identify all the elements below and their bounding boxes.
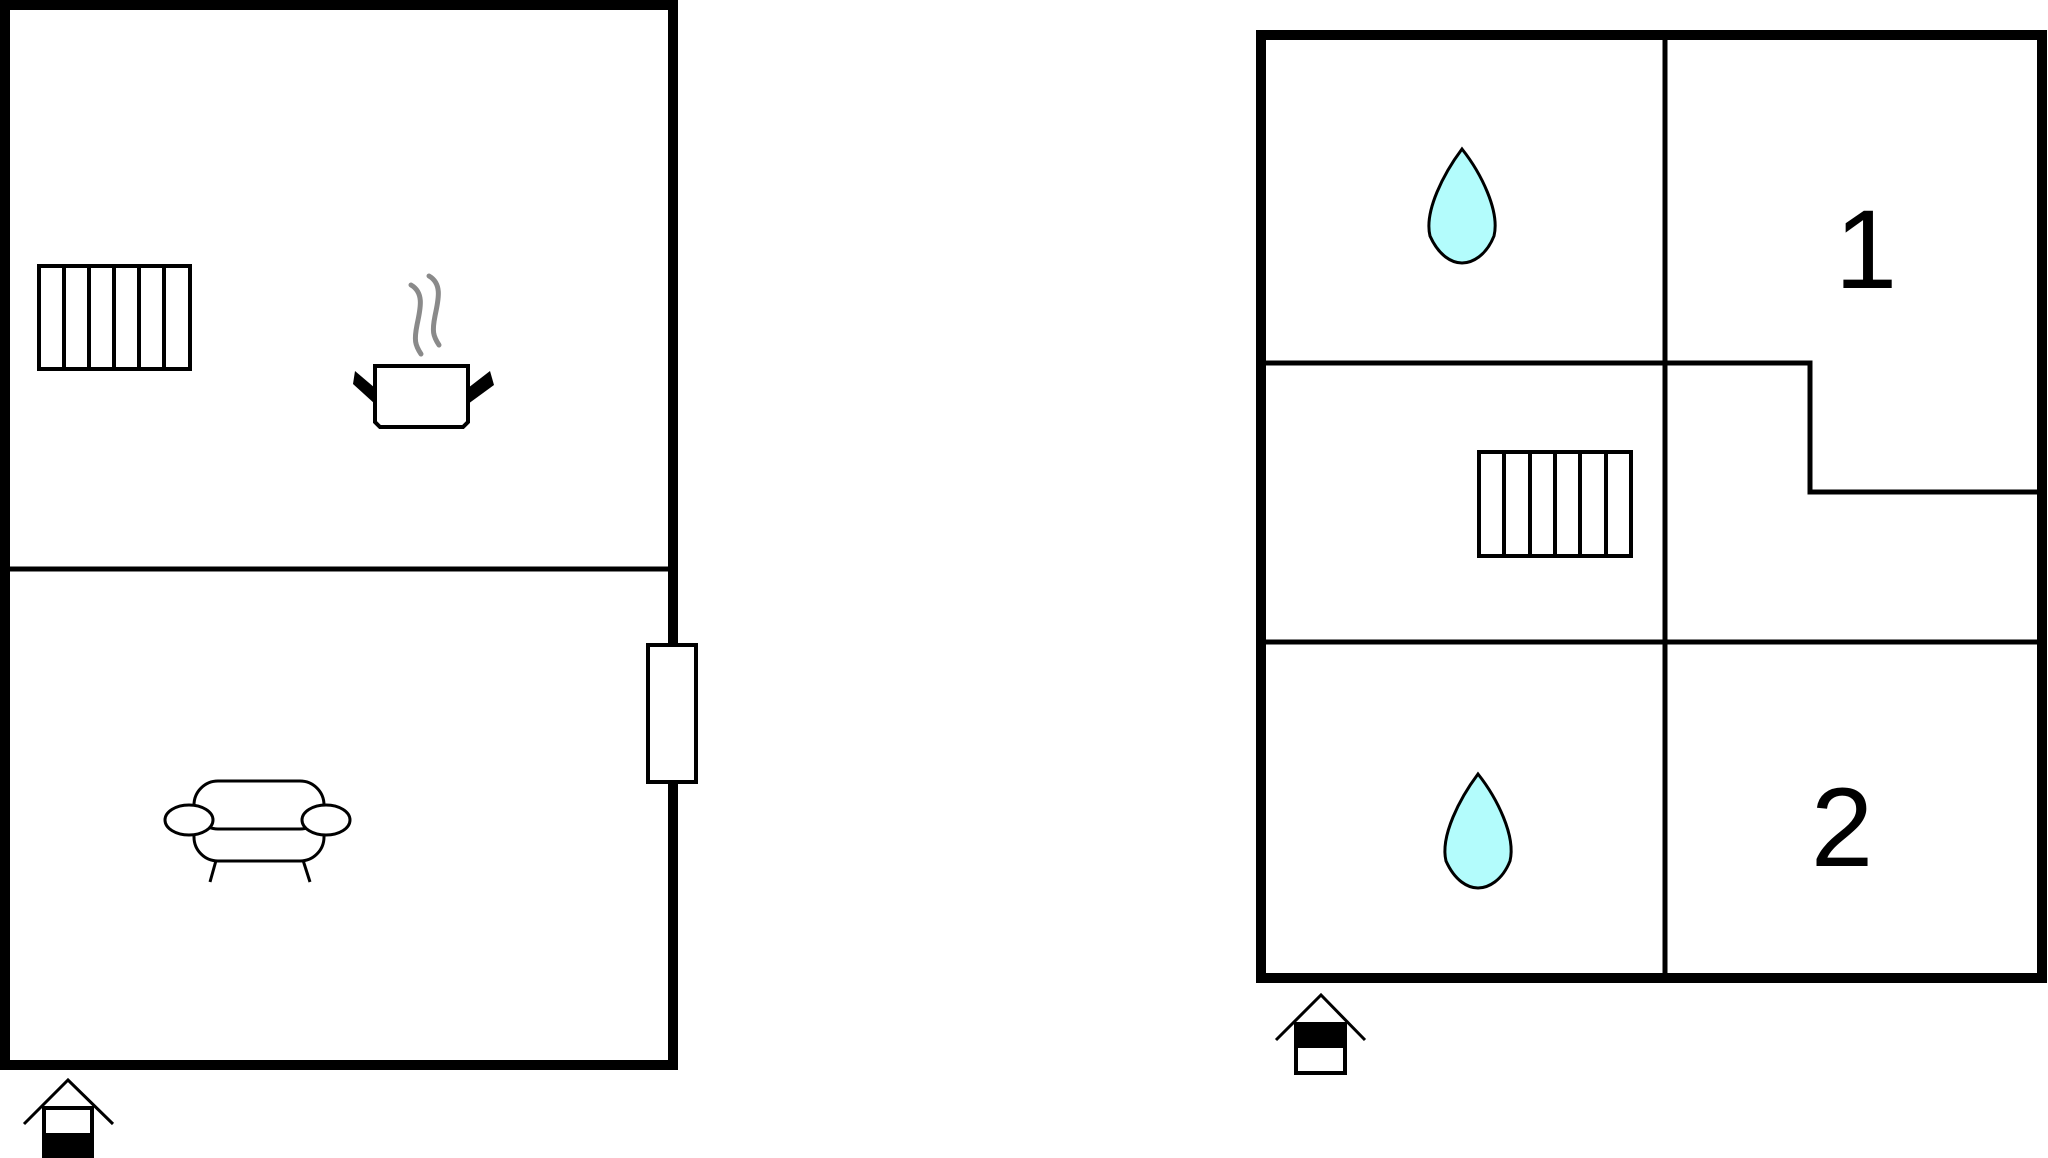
radiator-icon [37,264,192,371]
radiator-icon [1477,450,1633,558]
house-ground-floor-icon [22,1077,115,1158]
ground-floor [0,0,698,1158]
upper-floor: 1 2 [1256,30,2047,1075]
water-drop-icon [1443,771,1513,890]
ground-floor-outer-wall [0,0,678,1070]
water-drop-icon [1427,146,1497,265]
room-label-bedroom-1: 1 [1835,187,1897,312]
sofa-icon [163,779,352,883]
window [646,643,698,784]
room-label-bedroom-2: 2 [1811,765,1873,890]
upper-floor-outer-wall [1256,30,2047,983]
house-upper-floor-icon [1274,992,1367,1075]
upper-floor-inner-walls [1261,35,2042,978]
cooking-pot-icon [353,273,494,429]
